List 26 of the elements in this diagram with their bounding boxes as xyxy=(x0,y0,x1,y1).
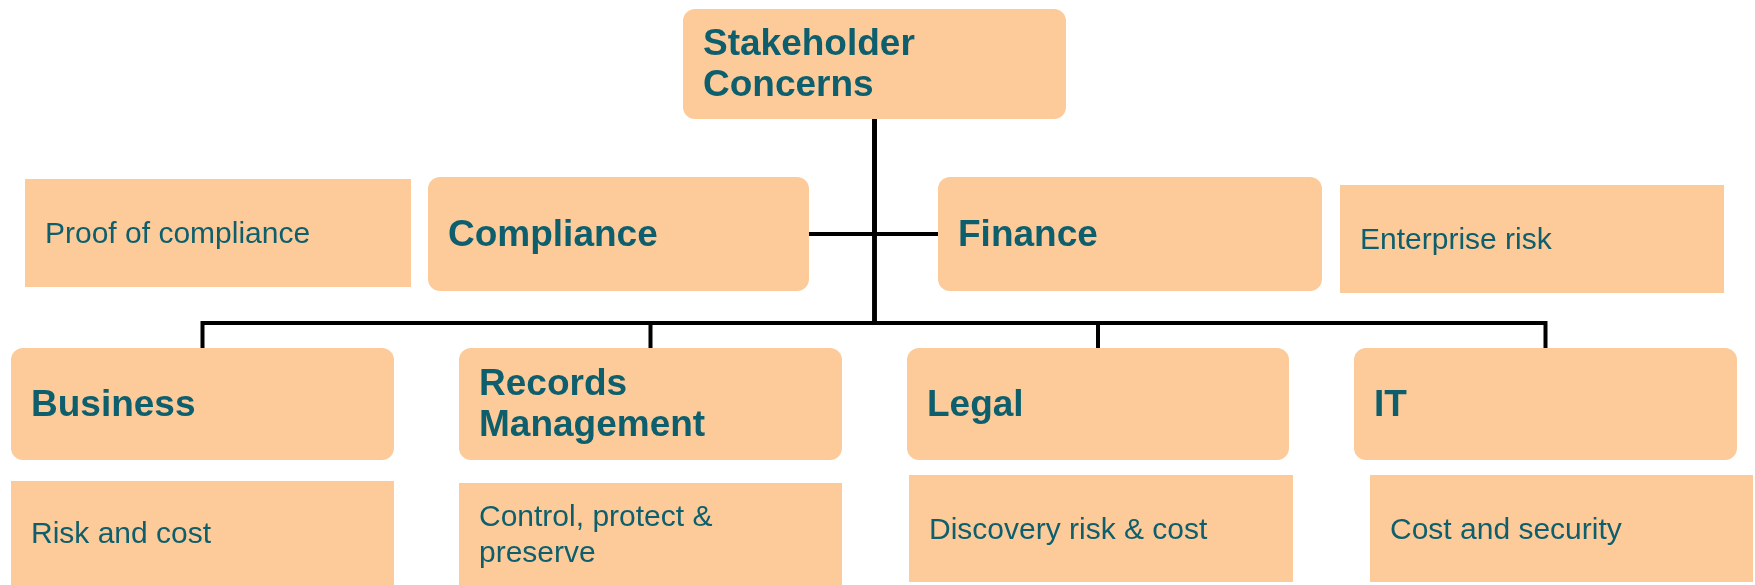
stakeholder-title: Business xyxy=(31,383,197,425)
stakeholder-title: IT xyxy=(1374,383,1408,425)
stakeholder-box xyxy=(428,177,809,291)
stakeholder-title: Stakeholder Concerns xyxy=(703,23,916,105)
concern-box xyxy=(1370,475,1753,582)
stakeholder-box xyxy=(11,348,394,460)
concern-text: Risk and cost xyxy=(31,515,213,551)
concern-box xyxy=(909,475,1293,582)
stakeholder-box xyxy=(1354,348,1737,460)
concern-box xyxy=(459,483,842,585)
stakeholder-title: Compliance xyxy=(448,213,659,255)
stakeholder-box xyxy=(459,348,842,460)
stakeholder-title: Finance xyxy=(958,213,1099,255)
concern-text: Cost and security xyxy=(1390,510,1623,547)
concern-text: Enterprise risk xyxy=(1360,221,1553,257)
stakeholder-box xyxy=(683,9,1066,119)
stakeholder-box xyxy=(938,177,1322,291)
stakeholder-title: Legal xyxy=(927,383,1025,425)
concern-text: Control, protect & preserve xyxy=(479,498,714,570)
concern-text: Discovery risk & cost xyxy=(929,510,1209,547)
concern-box xyxy=(25,179,411,287)
concern-box xyxy=(11,481,394,585)
concern-text: Proof of compliance xyxy=(45,215,312,251)
stakeholder-box xyxy=(907,348,1289,460)
concern-box xyxy=(1340,185,1724,293)
stakeholder-title: Records Management xyxy=(479,363,707,445)
